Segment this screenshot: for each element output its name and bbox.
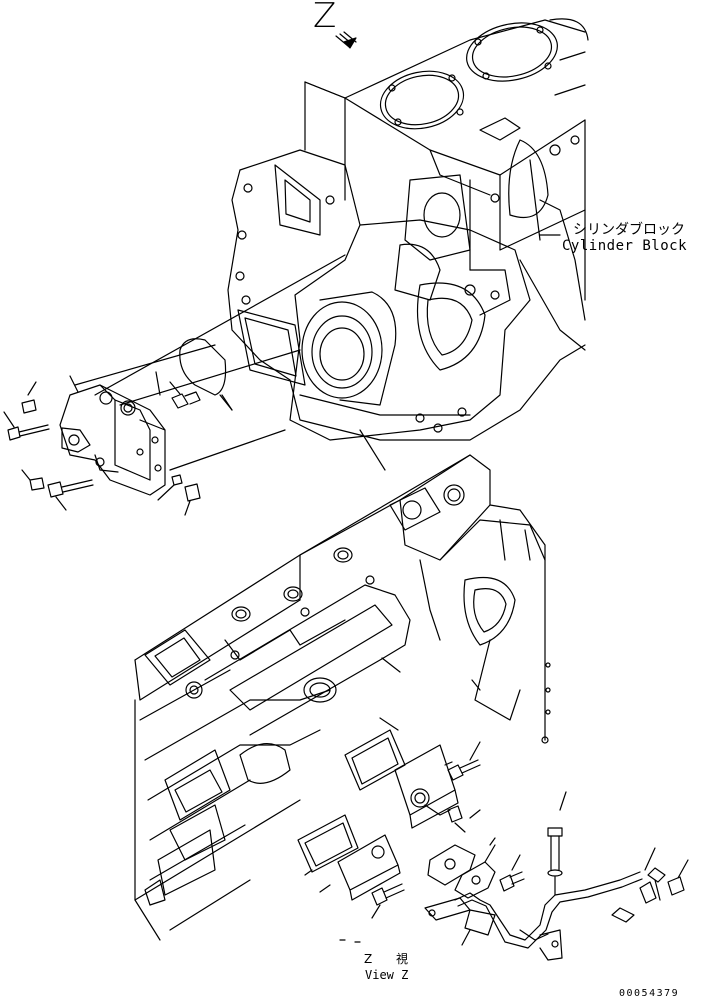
- tube-and-clamp: [424, 871, 643, 961]
- flange-plate: [454, 844, 496, 899]
- bolt-1: [3, 411, 50, 441]
- cylinder-block: [227, 18, 589, 471]
- drawing-number: 00054379: [619, 988, 680, 999]
- cylinder-liner-1: [379, 70, 465, 130]
- leader-lines-lower: [304, 657, 567, 946]
- plug-3: [157, 474, 183, 501]
- head-ports: [231, 484, 465, 622]
- bolt-3: [447, 741, 481, 781]
- assembly-lines: [74, 254, 346, 471]
- front-plate: [227, 149, 531, 441]
- bolt-5: [371, 883, 405, 919]
- cover-plate-2: [337, 834, 401, 901]
- cylinder-block-label-jp: シリンダブロック: [573, 222, 685, 238]
- cylinder-liner-2: [466, 22, 558, 82]
- view-arrow: [335, 31, 357, 49]
- connector: [611, 847, 666, 923]
- cylinder-block-label-en: Cylinder Block: [562, 238, 688, 254]
- view-z-block: [134, 454, 551, 941]
- flange-gasket: [427, 844, 476, 886]
- plug-2: [21, 469, 45, 491]
- connector-bolt: [667, 859, 689, 896]
- plug-4: [184, 483, 201, 516]
- plug-1: [21, 381, 37, 414]
- bolt-4: [447, 805, 466, 833]
- cover-gasket-2: [297, 814, 359, 873]
- view-letter: Z: [313, 0, 337, 36]
- bolt-2: [47, 479, 94, 511]
- stud: [499, 854, 525, 892]
- view-caption-en: View Z: [365, 968, 409, 982]
- view-caption-jp: Z 視: [364, 952, 419, 966]
- vertical-bolt: [547, 827, 563, 896]
- leader-lines-upper: [69, 371, 233, 411]
- cover-gasket-1: [344, 729, 406, 791]
- filter-head-assembly: [59, 384, 166, 496]
- crankshaft-seal: [301, 291, 397, 406]
- elbow-fitting: [169, 381, 201, 409]
- cover-plate-1: [394, 744, 459, 829]
